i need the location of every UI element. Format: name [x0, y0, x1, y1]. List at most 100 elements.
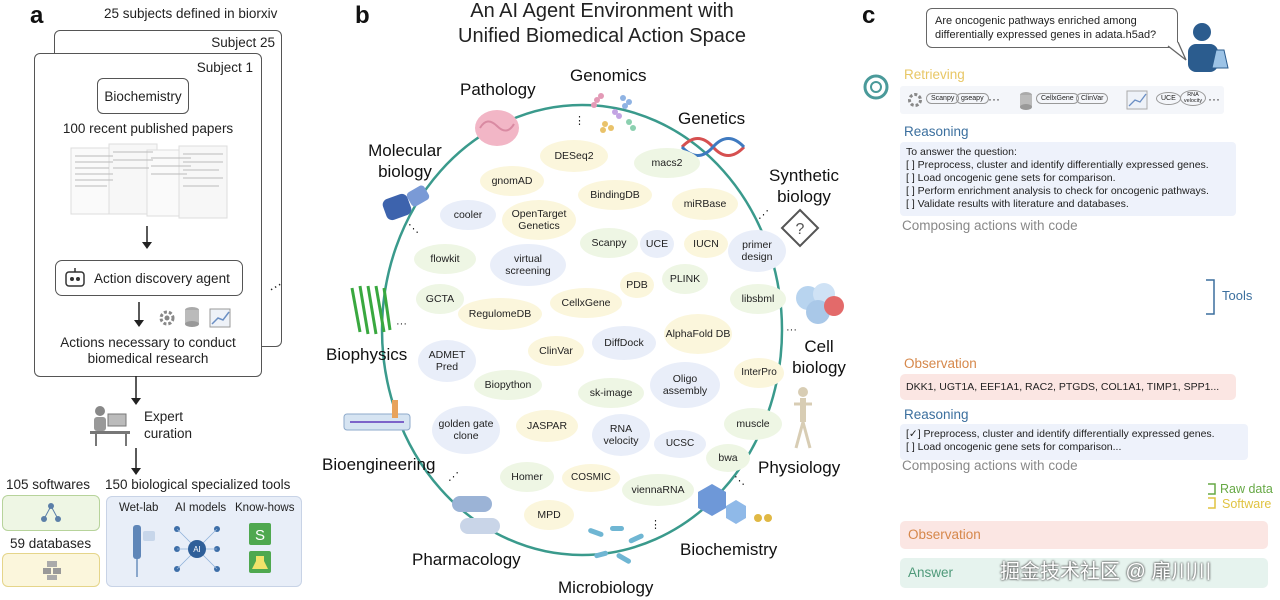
tool-cooler[interactable]: cooler: [440, 200, 496, 230]
pill-capsule-icon: [452, 496, 500, 534]
skeleton-icon: [794, 387, 812, 449]
tool-ucsc[interactable]: UCSC: [654, 430, 706, 458]
subject1-label: Subject 1: [196, 60, 253, 75]
tool-homer[interactable]: Homer: [500, 462, 554, 492]
tool-mpd[interactable]: MPD: [524, 500, 574, 530]
pipette-icon: [133, 525, 155, 577]
tool-interpro[interactable]: InterPro: [734, 358, 784, 388]
tool-deseq2[interactable]: DESeq2: [540, 140, 608, 172]
tool-muscle[interactable]: muscle: [724, 408, 782, 440]
tools-bracket: [1206, 279, 1215, 315]
down-arrow-icon: [131, 448, 141, 475]
tool-iucn[interactable]: IUCN: [684, 230, 728, 258]
papers-thumbnail: [70, 143, 228, 219]
field-synthetic-biology: Synthetic biology: [769, 166, 839, 206]
ellipsis-dots: ⋮: [574, 115, 585, 127]
tool-bindingdb[interactable]: BindingDB: [578, 180, 652, 210]
tool-gcta[interactable]: GCTA: [416, 284, 464, 314]
chip-clinvar[interactable]: ClinVar: [1076, 93, 1109, 104]
reasoning-label-2: Reasoning: [904, 407, 969, 422]
ellipsis-dots: ⋱: [734, 475, 745, 487]
tools-label: Tools: [1222, 288, 1253, 303]
agent-logo-icon: [863, 74, 889, 100]
answer-box: Answer: [900, 558, 1268, 588]
tool-viennarna[interactable]: viennaRNA: [622, 474, 694, 506]
databases-label: 59 databases: [10, 536, 92, 551]
software-label: Software: [1222, 497, 1272, 511]
down-arrow-icon: [131, 376, 141, 405]
chip-uce[interactable]: UCE: [1156, 92, 1181, 105]
panel-b-letter: b: [355, 2, 370, 29]
down-arrow-icon: [142, 226, 152, 249]
tool-rna-velocity[interactable]: RNA velocity: [592, 414, 650, 456]
tool-virtual-screening[interactable]: virtual screening: [490, 244, 566, 286]
network-icon: [41, 503, 61, 522]
field-pharmacology: Pharmacology: [412, 550, 521, 569]
down-arrow-icon: [134, 302, 144, 327]
gear-icon: [159, 310, 175, 326]
ellipsis-dots: ⋮: [650, 519, 661, 531]
tool-oligo-assembly[interactable]: Oligo assembly: [650, 362, 720, 408]
answer-label: Answer: [908, 565, 954, 580]
observation-label-1: Observation: [904, 356, 977, 371]
field-bioengineering: Bioengineering: [322, 455, 436, 474]
subject-name-box[interactable]: Biochemistry: [97, 78, 189, 114]
gear-icon: [908, 93, 922, 107]
field-pathology: Pathology: [460, 80, 536, 99]
tool-pdb[interactable]: PDB: [620, 272, 654, 298]
chip-rna-velocity[interactable]: RNA velocity: [1180, 90, 1206, 106]
chip-gseapy[interactable]: gseapy: [956, 93, 989, 104]
tool-sk-image[interactable]: sk-image: [578, 378, 644, 408]
title-line1: An AI Agent Environment with: [470, 0, 734, 22]
tool-flowkit[interactable]: flowkit: [414, 244, 476, 274]
tool-gnomad[interactable]: gnomAD: [480, 166, 544, 196]
question-diamond-icon: ?: [780, 208, 820, 248]
reasoning1-line: [ ] Load oncogenic gene sets for compari…: [906, 172, 1116, 184]
tool-uce[interactable]: UCE: [640, 230, 674, 258]
tool-jaspar[interactable]: JASPAR: [516, 410, 578, 442]
reasoning-label-1: Reasoning: [904, 124, 969, 139]
tool-mirbase[interactable]: miRBase: [672, 188, 738, 220]
tool-cellxgene[interactable]: CellxGene: [550, 288, 622, 318]
bacteria-icon: [588, 526, 644, 564]
ellipsis-dots: ⋰: [448, 471, 459, 483]
raw-data-label: Raw data: [1220, 482, 1273, 496]
tool-macs2[interactable]: macs2: [634, 148, 700, 178]
tool-diffdock[interactable]: DiffDock: [592, 326, 656, 360]
expert-person-icon: [90, 406, 130, 446]
action-discovery-agent-box[interactable]: Action discovery agent: [55, 260, 243, 296]
tool-clinvar[interactable]: ClinVar: [528, 336, 584, 366]
chip-scanpy[interactable]: Scanpy: [926, 93, 960, 104]
tool-bwa[interactable]: bwa: [706, 444, 750, 472]
reasoning-box-2: [✓] Preprocess, cluster and identify dif…: [900, 424, 1248, 460]
tool-primer-design[interactable]: primer design: [728, 230, 786, 272]
watermark: 掘金技术社区 @ 扉川川: [1000, 561, 1212, 583]
script-icon: S: [249, 523, 271, 573]
tool-admet[interactable]: ADMET Pred: [418, 340, 476, 382]
tool-cosmic[interactable]: COSMIC: [562, 464, 620, 492]
observation-label-2: Observation: [908, 527, 981, 542]
tool-regulomedb[interactable]: RegulomeDB: [458, 298, 542, 330]
reasoning1-line: To answer the question:: [906, 146, 1017, 158]
chip-cellxgene[interactable]: CellxGene: [1036, 93, 1079, 104]
tool-scanpy[interactable]: Scanpy: [580, 228, 638, 258]
reasoning1-line: [ ] Preprocess, cluster and identify dif…: [906, 159, 1209, 171]
scientist-icon: [1188, 23, 1229, 72]
dots-1: ···: [988, 92, 1000, 106]
database-icon: [43, 561, 61, 580]
softwares-box: [2, 495, 100, 531]
tool-libsbml[interactable]: libsbml: [730, 284, 786, 314]
tool-plink[interactable]: PLINK: [662, 264, 708, 294]
field-genomics: Genomics: [570, 66, 647, 85]
tool-alphafold[interactable]: AlphaFold DB: [664, 314, 732, 354]
knowhows-label: Know-hows: [235, 502, 295, 514]
tool-golden-gate[interactable]: golden gate clone: [432, 406, 500, 454]
field-cell-biology: Cell biology: [792, 337, 846, 377]
protein-structure-icon: [382, 185, 430, 221]
observation-box-1: DKK1, UGT1A, EEF1A1, RAC2, PTGDS, COL1A1…: [900, 374, 1236, 400]
reasoning2-line: [✓] Preprocess, cluster and identify dif…: [906, 428, 1215, 440]
tool-biopython[interactable]: Biopython: [474, 370, 542, 400]
composing-label-2: Composing actions with code: [902, 458, 1078, 473]
tool-opentarget[interactable]: OpenTarget Genetics: [502, 200, 576, 240]
software-bracket: [1208, 497, 1216, 509]
